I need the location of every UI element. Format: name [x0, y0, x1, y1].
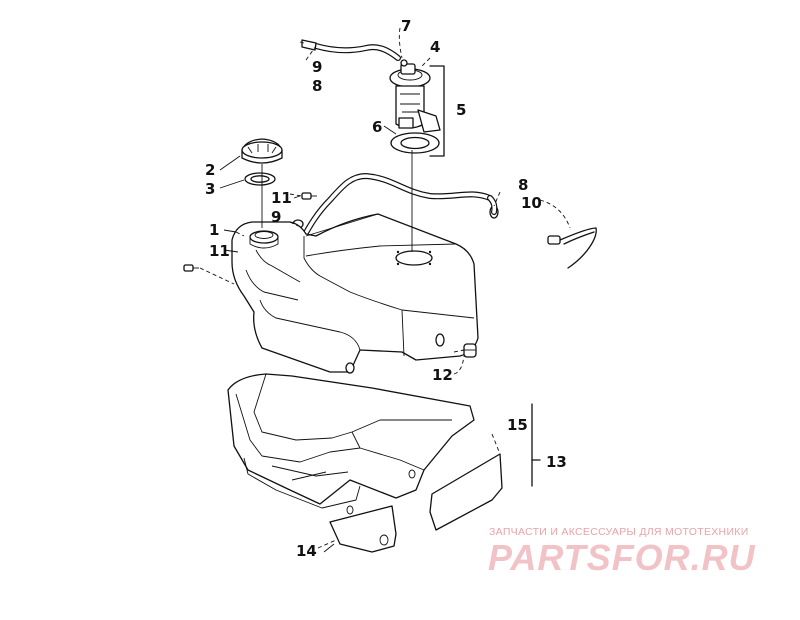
fuel-pump-assembly — [389, 59, 441, 133]
label-part-5: 5 — [456, 101, 466, 119]
label-part-8-top: 8 — [312, 77, 322, 95]
label-part-6: 6 — [372, 118, 382, 136]
side-shield-panel — [429, 433, 503, 531]
label-part-15: 15 — [507, 416, 528, 434]
label-part-10: 10 — [521, 194, 542, 212]
vent-clamp-hose — [547, 227, 597, 269]
bracket-part-5 — [429, 65, 445, 157]
upper-vent-hose — [299, 39, 401, 61]
label-part-4: 4 — [430, 38, 440, 56]
label-part-1: 1 — [209, 221, 219, 239]
tank-shield — [227, 373, 475, 505]
label-part-3: 3 — [205, 180, 215, 198]
label-part-7: 7 — [401, 17, 411, 35]
label-part-9: 9 — [271, 208, 281, 226]
watermark-logo: PARTSFOR.RU — [488, 537, 756, 578]
screw-left — [183, 264, 199, 272]
drain-plug — [463, 343, 477, 358]
label-part-8: 8 — [518, 176, 528, 194]
label-part-13: 13 — [546, 453, 567, 471]
label-part-2: 2 — [205, 161, 215, 179]
leader-lines — [199, 27, 571, 549]
label-part-12: 12 — [432, 366, 453, 384]
bracket-part-13 — [531, 403, 541, 487]
pump-gasket — [390, 132, 440, 154]
watermark-caption: ЗАПЧАСТИ И АКСЕССУАРЫ ДЛЯ МОТОТЕХНИКИ — [489, 526, 749, 538]
cap-gasket — [244, 172, 276, 186]
label-part-9-top: 9 — [312, 58, 322, 76]
fuel-tank — [231, 213, 479, 374]
label-part-14: 14 — [296, 542, 317, 560]
lower-shield-panel — [243, 457, 397, 553]
fuel-cap — [241, 138, 283, 164]
label-part-11-upper: 11 — [271, 189, 292, 207]
label-part-11-left: 11 — [209, 242, 230, 260]
screw-upper — [301, 192, 317, 200]
